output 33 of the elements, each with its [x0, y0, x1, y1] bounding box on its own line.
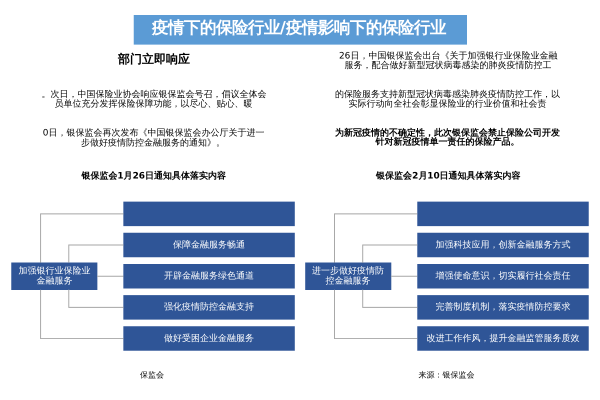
connector: [362, 244, 418, 263]
connector: [96, 275, 124, 276]
connector: [68, 288, 124, 308]
connector: [390, 275, 418, 276]
node-box: [417, 201, 589, 226]
node-box: 强化疫情防控金融支持: [123, 294, 295, 320]
node-box: 加强银行业保险业金融服务: [11, 262, 98, 290]
connector: [40, 288, 124, 339]
label: 0日，银保监会再次发布《中国银保监会办公厅关于进一步做好疫情防控金融服务的通知》。: [42, 128, 264, 148]
node-box: 开辟金融服务绿色通道: [123, 263, 295, 288]
node-box: 加强科技应用，创新金融服务方式: [417, 232, 589, 257]
label: 部门立即响应: [118, 52, 190, 66]
label: 来源：银保监会: [418, 369, 474, 380]
node-box: 进一步做好疫情防控金融服务: [305, 262, 392, 290]
label: 的保险服务支持新型冠状病毒感染肺炎疫情防控工作，以实际行动向全社会彰显保险业的行业价值和社会责: [335, 90, 560, 110]
connector: [68, 244, 124, 263]
node-box: 保障金融服务畅通: [123, 232, 295, 257]
diagram-title: 疫情下的保险行业/疫情影响下的保险行业: [152, 18, 446, 37]
connector: [334, 288, 418, 339]
label: 保监会: [140, 369, 164, 380]
label: 26日，中国银保监会出台《关于加强银行业保险业金融服务，配合做好新型冠状病毒感染的肺炎疫情防控工: [338, 50, 558, 71]
label: 银保监会2月10日通知具体落实内容: [376, 170, 521, 181]
connector: [362, 288, 418, 308]
node-box: 做好受困企业金融服务: [123, 326, 295, 350]
node-box: 完善制度机制，落实疫情防控要求: [417, 294, 589, 320]
node-box: 改进工作作风，提升金融监管服务质效: [417, 326, 589, 350]
connector: [334, 212, 418, 263]
label: 。次日，中国保险业协会响应银保监会号召，倡议全体会员单位充分发挥保险保障功能，以尽心、贴心、暖: [41, 90, 266, 110]
label: 银保监会1月26日通知具体落实内容: [81, 170, 226, 181]
connector: [40, 212, 124, 263]
label: 为新冠疫情的不确定性，此次银保监会禁止保险公司开发针对新冠疫情单一责任的保险产品。: [335, 128, 560, 148]
node-box: 增强使命意识，切实履行社会责任: [417, 263, 589, 288]
node-box: [123, 201, 295, 226]
